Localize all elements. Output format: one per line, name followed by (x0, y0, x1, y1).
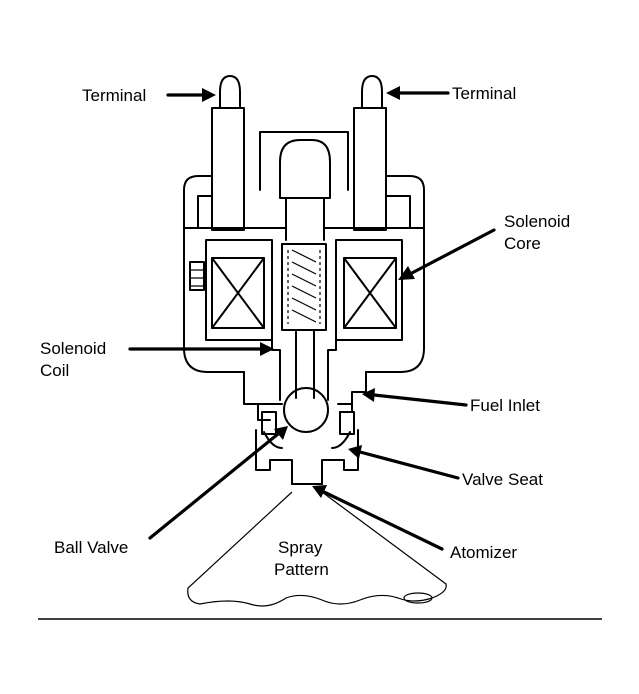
solenoid-coil-right (335, 239, 403, 341)
arrow-ball-valve (148, 426, 288, 540)
label-atomizer: Atomizer (450, 543, 517, 562)
left-terminal (211, 75, 245, 231)
label-solenoid-coil-line2: Coil (40, 361, 69, 380)
label-solenoid-coil-line1: Solenoid (40, 339, 106, 358)
top-cap (259, 131, 349, 241)
right-terminal (353, 75, 387, 231)
nozzle-housing (243, 371, 367, 485)
spray-pattern (187, 491, 447, 607)
arrow-terminal-right (386, 86, 450, 100)
label-solenoid-core-line1: Solenoid (504, 212, 570, 231)
injector-body (183, 175, 425, 373)
label-solenoid-core-line2: Core (504, 234, 541, 253)
label-fuel-inlet: Fuel Inlet (470, 396, 540, 415)
label-spray-pattern-line1: Spray (278, 538, 323, 557)
label-ball-valve: Ball Valve (54, 538, 128, 557)
arrow-atomizer (312, 485, 444, 551)
ball-valve (283, 387, 329, 433)
arrow-solenoid-coil (128, 342, 274, 356)
solenoid-core-spring (281, 243, 327, 331)
arrow-fuel-inlet (362, 388, 468, 407)
arrow-valve-seat (348, 445, 460, 480)
label-spray-pattern-line2: Pattern (274, 560, 329, 579)
arrow-solenoid-core (398, 228, 496, 280)
label-valve-seat: Valve Seat (462, 470, 543, 489)
arrow-terminal-left (166, 88, 216, 102)
label-terminal-left: Terminal (82, 86, 146, 105)
solenoid-coil-left (205, 239, 273, 341)
plunger-shaft (271, 329, 337, 401)
label-terminal-right: Terminal (452, 84, 516, 103)
